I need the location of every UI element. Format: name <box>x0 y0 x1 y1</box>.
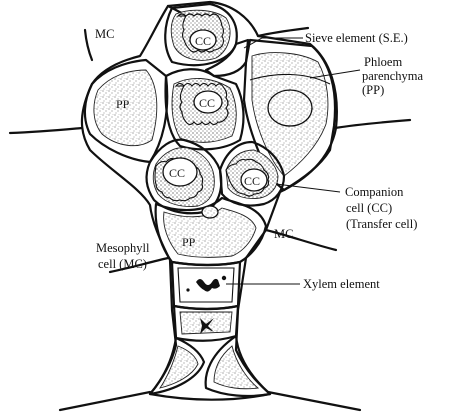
cell-xylem-lower <box>172 304 240 342</box>
label-mesophyll-line1: Mesophyll <box>96 241 150 255</box>
cell-label-cc-right: CC <box>244 174 260 188</box>
cell-cc-middle: CC <box>164 68 245 151</box>
cell-pp-left: PP <box>83 58 169 164</box>
cell-bottom-left <box>148 336 206 396</box>
cell-bottom-right-fill <box>213 345 260 390</box>
label-phloem-line2: parenchyma <box>362 69 424 83</box>
label-companion-line1: Companion <box>345 185 404 199</box>
leader-phloem-parenchyma <box>309 69 361 79</box>
label-mc-right: MC <box>274 227 293 241</box>
leader-lines <box>226 37 361 285</box>
label-sieve-element: Sieve element (S.E.) <box>305 31 408 45</box>
label-companion-line3: (Transfer cell) <box>346 217 417 231</box>
cell-label-pp-lower: PP <box>182 235 196 249</box>
label-mesophyll-line2: cell (MC) <box>98 257 147 271</box>
label-xylem-element: Xylem element <box>303 277 380 291</box>
label-mc-top: MC <box>95 27 114 41</box>
cell-label-cc-middle: CC <box>199 96 215 110</box>
mesophyll-walls <box>8 4 412 412</box>
cell-cc-left: CC <box>145 138 223 215</box>
cell-label-pp-left: PP <box>116 97 130 111</box>
label-companion-line2: cell (CC) <box>346 201 392 215</box>
leader-companion-cell <box>275 183 341 193</box>
label-phloem-line3: (PP) <box>362 83 384 97</box>
leader-sieve-element <box>243 37 303 49</box>
cell-cc-top: CC <box>164 2 238 67</box>
cell-xylem-element <box>170 260 242 311</box>
label-phloem-line1: Phloem <box>364 55 402 69</box>
cell-label-cc-left: CC <box>169 166 185 180</box>
cell-pp-lower: PP <box>154 196 268 267</box>
cell-label-cc-top: CC <box>195 34 211 48</box>
cell-bottom-right <box>204 334 272 398</box>
cell-cc-right: CC <box>218 140 286 207</box>
cell-bottom-left-fill <box>158 345 199 389</box>
